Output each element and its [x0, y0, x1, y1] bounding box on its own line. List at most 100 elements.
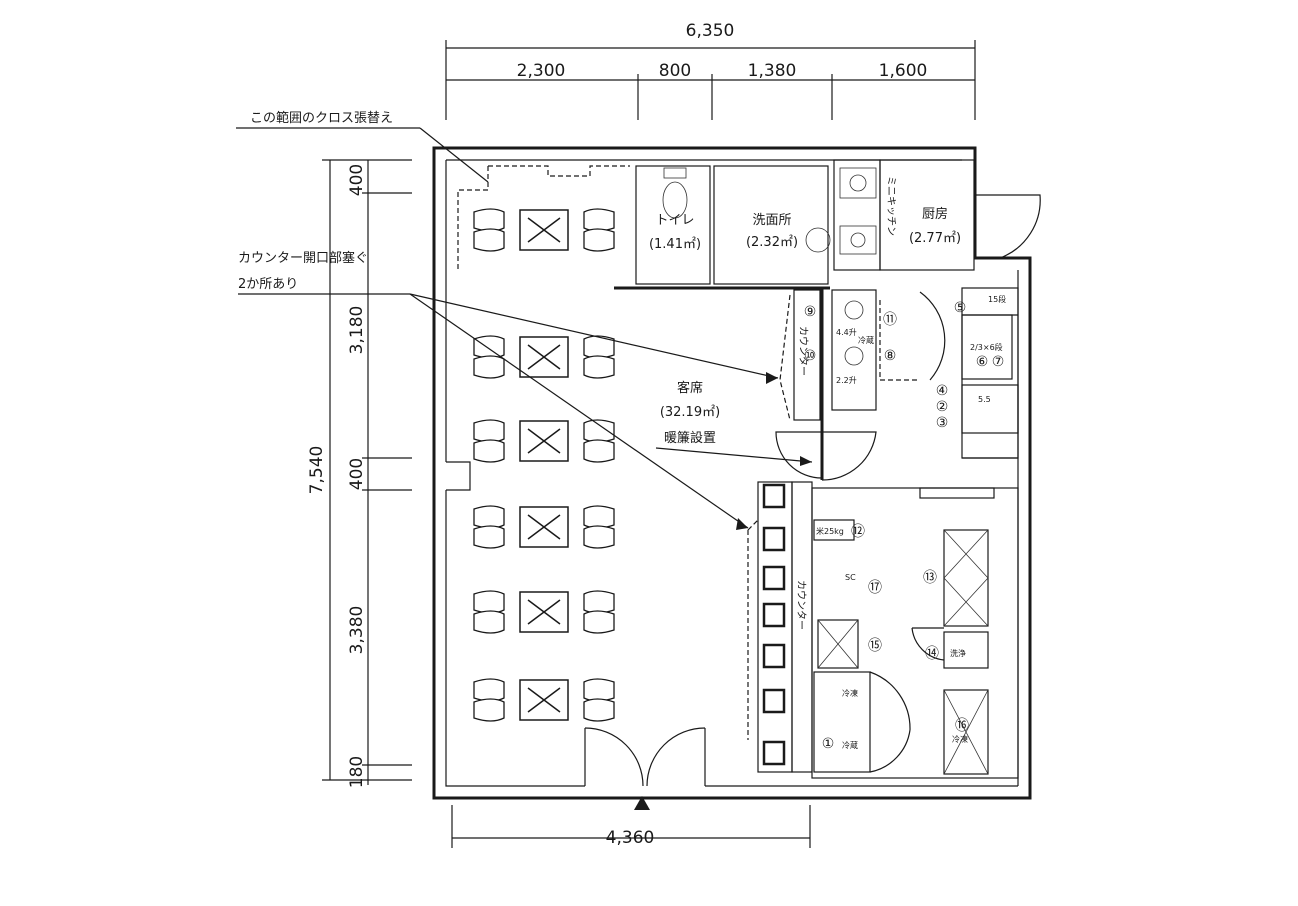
table-set	[473, 335, 615, 379]
table-set	[473, 419, 615, 463]
equipment-number: ⑧	[884, 348, 897, 364]
table-set	[473, 678, 615, 722]
kitchen-door	[976, 194, 1041, 259]
chair-icon	[583, 208, 615, 232]
chair-icon	[473, 525, 505, 549]
dim-left-3380: 3,380	[347, 606, 367, 655]
mini-kitchen: ミニキッチン	[833, 159, 897, 271]
seating-area: (32.19㎡)	[660, 405, 720, 420]
washroom-area: (2.32㎡)	[746, 235, 798, 250]
upper-counter-label: カウンター	[797, 326, 809, 376]
rice-bag-label: 米25kg	[816, 526, 844, 536]
equipment-number: ①	[822, 736, 835, 752]
entrance-doors	[584, 727, 706, 787]
dim-seg-3: 1,380	[748, 61, 797, 81]
rice-2-label: 2.2升	[836, 376, 857, 385]
seating-tables	[473, 208, 615, 722]
chair-icon	[583, 355, 615, 379]
kitchen-label: 厨房	[922, 206, 948, 222]
equipment-number: ③	[936, 415, 949, 431]
equipment-number: ⑥	[976, 354, 989, 370]
chair-icon	[583, 439, 615, 463]
table-set	[473, 505, 615, 549]
chair-icon	[473, 610, 505, 634]
equipment-number: ⑪	[883, 312, 897, 328]
dim-seg-1: 2,300	[517, 61, 566, 81]
chair-icon	[583, 698, 615, 722]
sink-icon	[805, 227, 831, 253]
mini-kitchen-label: ミニキッチン	[885, 176, 897, 236]
equipment-number: ⑬	[923, 570, 937, 586]
cross-replace-note: この範囲のクロス張替え	[250, 111, 393, 126]
equipment-number: ⑮	[868, 638, 882, 654]
dim-left-180: 180	[347, 756, 367, 788]
entrance-arrow-icon	[634, 796, 650, 810]
dim-total-width: 6,350	[686, 21, 735, 41]
chair-icon	[473, 355, 505, 379]
equipment-number: ⑩	[804, 348, 817, 364]
counter-seats	[762, 483, 786, 766]
dim-bottom-width: 4,360	[606, 828, 655, 848]
bottom-dimension: 4,360	[451, 796, 811, 848]
counter-stool	[762, 602, 786, 628]
toilet-bowl-icon	[662, 181, 688, 219]
counter-close-note: カウンター開口部塞ぐ	[238, 250, 368, 266]
washroom-label: 洗面所	[752, 213, 791, 228]
freezer-label-1: 冷凍	[952, 734, 968, 744]
table-set	[473, 208, 615, 252]
washroom: 洗面所 (2.32㎡)	[713, 165, 831, 285]
counter-door	[775, 431, 877, 481]
toilet-area: (1.41㎡)	[649, 237, 701, 252]
chair-icon	[583, 525, 615, 549]
chair-icon	[473, 678, 505, 702]
sc-label: SC	[845, 573, 856, 582]
chair-icon	[583, 505, 615, 529]
dim-seg-2: 800	[659, 61, 691, 81]
equipment-number: ④	[936, 383, 949, 399]
toilet-label: トイレ	[655, 213, 694, 228]
dim-seg-4: 1,600	[879, 61, 928, 81]
dim-left-3180: 3,180	[347, 306, 367, 355]
seating-label: 客席	[677, 380, 703, 396]
cross-replace-zone	[457, 165, 630, 270]
wash-label: 洗浄	[950, 648, 966, 658]
left-dimensions: 7,540 400 3,180 400 3,380 180	[307, 159, 412, 788]
chair-icon	[583, 678, 615, 702]
rice-4-label: 4.4升	[836, 328, 857, 337]
cold-label: 冷蔵	[858, 335, 874, 345]
equipment-number: ⑦	[992, 354, 1005, 370]
kitchen-small: 厨房 (2.77㎡)	[879, 159, 1041, 271]
chair-icon	[473, 419, 505, 443]
upper-counter: カウンター 4.4升 2.2升 冷蔵	[775, 288, 946, 481]
table-set	[473, 590, 615, 634]
equipment-number: ②	[936, 399, 949, 415]
shelf-26-label: 2/3×6段	[970, 342, 1003, 352]
dim-left-400a: 400	[347, 164, 367, 196]
kitchen-area: (2.77㎡)	[909, 231, 961, 246]
chair-icon	[473, 335, 505, 359]
chair-icon	[583, 590, 615, 614]
equipment-number: ⑭	[925, 646, 939, 662]
freezer-label-2: 冷凍	[842, 688, 858, 698]
chair-icon	[473, 208, 505, 232]
equipment-number: ⑤	[954, 300, 967, 316]
rice-cooker-icon	[844, 300, 864, 320]
dim-left-400b: 400	[347, 458, 367, 490]
chair-icon	[473, 590, 505, 614]
counter-stool	[762, 740, 786, 766]
chair-icon	[583, 610, 615, 634]
counter-stool	[762, 643, 786, 669]
toilet-room: トイレ (1.41㎡)	[635, 165, 711, 285]
fridge-label: 冷蔵	[842, 740, 858, 750]
counter-stool	[762, 688, 786, 714]
chair-icon	[473, 439, 505, 463]
counter-stool	[762, 565, 786, 591]
dim-total-height: 7,540	[307, 446, 327, 495]
noren-label: 暖簾設置	[664, 430, 716, 446]
equipment-number: ⑨	[804, 304, 817, 320]
lower-counter-label: カウンター	[795, 580, 807, 630]
shelf-15-label: 15段	[988, 294, 1006, 304]
equipment-number: ⑫	[851, 524, 865, 540]
